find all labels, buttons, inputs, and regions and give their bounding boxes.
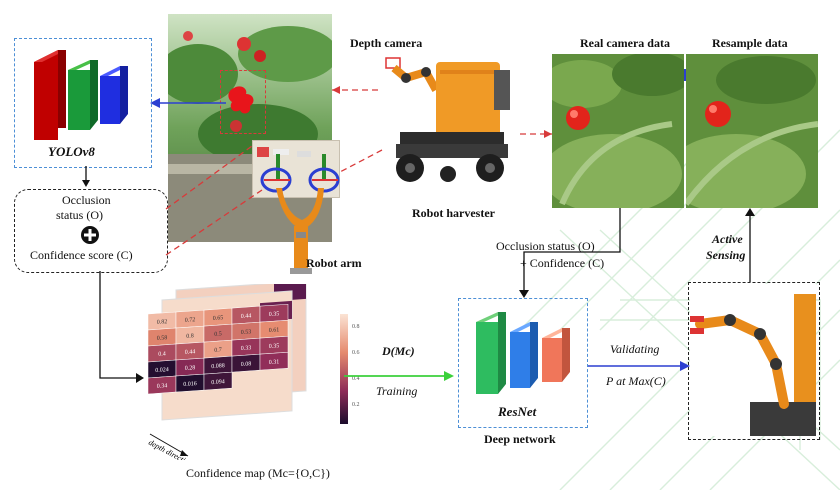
deep-network-caption: Deep network: [484, 432, 556, 446]
real-camera-photo: [552, 54, 684, 208]
training-top: D(Mc): [382, 344, 415, 358]
heatmap-cell: [203, 371, 233, 391]
heatmap-cell-label: 0.31: [269, 359, 279, 366]
depth-direction-label: depth direction: [147, 438, 194, 460]
heatmap-cell-label: 0.5: [214, 331, 221, 338]
yolo-label: YOLOv8: [48, 144, 95, 159]
yolo-layers-icon: [34, 50, 128, 140]
heatmap-cell-label: 0.35: [269, 311, 279, 318]
occl-conf-note-line2: + Confidence (C): [520, 256, 605, 270]
robot-harvester-label: Robot harvester: [412, 206, 495, 220]
occlusion-line2-text: status (O): [56, 208, 103, 222]
active-sensing-line1: Active: [712, 232, 743, 246]
heatmap-cell-label: 0.82: [157, 319, 167, 326]
arrow-yolo-down: [82, 166, 90, 187]
active-sensing-line2: Sensing: [706, 248, 746, 262]
validation-robot-photo: [690, 284, 816, 436]
heatmap-cell-label: 0.33: [241, 345, 251, 352]
heatmap-cell-label: 0.016: [183, 381, 196, 388]
plus-icon: [81, 226, 99, 244]
validating-bottom: P at Max(C): [606, 374, 666, 389]
arrow-training: [344, 371, 454, 381]
validating-bottom-text: P at Max(C): [606, 374, 666, 388]
heatmap-cell-label: 0.53: [241, 329, 251, 336]
heatmap-cell-label: 0.72: [185, 317, 195, 324]
heatmap-cell-label: 0.8: [186, 333, 193, 340]
confidence-map-caption: Confidence map (Mc={O,C}): [186, 466, 330, 480]
heatmap-cell-label: 0.44: [185, 349, 195, 356]
heatmap-cell-label: 0.61: [269, 327, 279, 334]
heatmap-cell-label: 0.65: [213, 315, 223, 322]
heatmap-cell: [259, 351, 289, 371]
heatmap-cell-label: 0.28: [185, 365, 195, 372]
resample-label: Resample data: [712, 36, 788, 50]
robot-harvester-icon: [385, 57, 510, 182]
validation-photo-box: [688, 282, 820, 440]
cbar-tick-1: 0.6: [352, 350, 360, 356]
heatmap-cell-label: 0.4: [158, 351, 165, 358]
arrow-photo-to-yolo: [150, 98, 226, 108]
heatmap-cell-label: 0.094: [211, 379, 224, 386]
occl-conf-note-line1: Occlusion status (O): [496, 239, 595, 253]
real-camera-label: Real camera data: [580, 36, 670, 50]
resnet-box: [458, 298, 588, 428]
cbar-tick-0: 0.8: [352, 324, 360, 330]
detection-box: [220, 70, 266, 134]
robot-arm-label: Robot arm: [306, 256, 362, 270]
heatmap-cell-label: 0.58: [157, 335, 167, 342]
heatmap-cell-label: 0.44: [241, 313, 251, 320]
occlusion-line1: Occlusion: [62, 193, 111, 207]
occlusion-confidence-box: [14, 189, 168, 273]
heatmap-cell-label: 0.7: [214, 347, 221, 354]
cbar-tick-2: 0.4: [352, 376, 360, 382]
robot-arm-icon: [260, 154, 340, 274]
arrow-validating: [588, 361, 690, 371]
confidence-score-label: Confidence score (C): [30, 248, 133, 262]
heatmap-cell-label: 0.35: [269, 343, 279, 350]
cbar-tick-3: 0.2: [352, 402, 360, 408]
heatmap-cell-label: 0.088: [211, 363, 224, 370]
confidence-map: 0.82 0.72 0.65 0.44 0.35 0.58 0.8 0.5 0.53 0.61 0.…: [147, 284, 360, 460]
occlusion-line2: status (O): [56, 208, 103, 223]
depth-camera-label: Depth camera: [350, 36, 423, 50]
resnet-layers-icon: [476, 312, 570, 394]
heatmap-cell-label: 0.08: [241, 361, 251, 368]
heatmap-cell-label: 0.34: [157, 383, 167, 390]
occluded-tomato-mask: [228, 86, 254, 114]
resnet-label: ResNet: [498, 404, 537, 419]
resample-photo: [686, 54, 818, 208]
heatmap-cell-label: 0.024: [155, 367, 168, 374]
training-bottom: Training: [376, 384, 418, 398]
validating-top: Validating: [610, 342, 660, 356]
